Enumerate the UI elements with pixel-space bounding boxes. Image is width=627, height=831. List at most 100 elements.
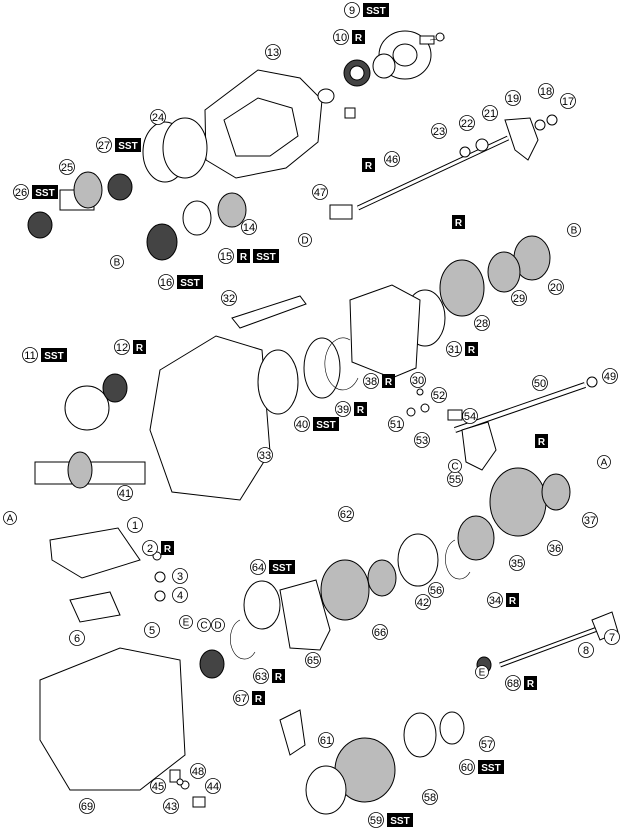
tag-label: SST: [35, 188, 54, 199]
callout-circle: [265, 44, 281, 60]
callout-38: 38: [363, 373, 379, 389]
callout-circle: [163, 798, 179, 814]
callout-22: 22: [459, 115, 475, 131]
callout-56: 56: [428, 582, 444, 598]
ref-A-5: A: [597, 455, 611, 469]
callout-number: 8: [583, 645, 589, 657]
callout-63: 63: [253, 668, 269, 684]
callout-circle: [487, 592, 503, 608]
callout-number: 31: [448, 344, 460, 356]
callout-circle: [69, 630, 85, 646]
ref-circle: [475, 665, 489, 679]
callout-circle: [431, 123, 447, 139]
tag-label: SST: [180, 278, 199, 289]
callout-number: 69: [81, 801, 93, 813]
callout-64-tag: SST: [269, 560, 295, 574]
ref-letter: D: [301, 236, 308, 247]
part-30-bearing-retainer: [349, 284, 421, 379]
callout-number: 49: [604, 371, 616, 383]
ref-D-8: D: [211, 618, 225, 632]
callout-59-tag: SST: [387, 813, 413, 827]
part-26-bearing: [27, 211, 53, 239]
tag-box: [41, 348, 67, 362]
callout-circle: [59, 159, 75, 175]
callout-26: 26: [13, 184, 29, 200]
callout-16: 16: [158, 274, 174, 290]
part-65-plate: [279, 579, 331, 651]
callout-number: 4: [177, 590, 183, 602]
part-50-shift-shaft: [454, 382, 586, 433]
part-39-snap-ring: [303, 337, 341, 399]
part-14-gear: [217, 192, 247, 228]
callout-40-tag: SST: [313, 417, 339, 431]
callout-number: 17: [562, 96, 574, 108]
callout-24: 24: [150, 109, 166, 125]
ref-circle: [567, 223, 581, 237]
callout-18: 18: [538, 83, 554, 99]
callout-44: 44: [205, 778, 221, 794]
callout-number: 68: [507, 678, 519, 690]
callout-51: 51: [388, 416, 404, 432]
callout-circle: [505, 90, 521, 106]
callout-50: 50: [532, 375, 548, 391]
callout-circle: [241, 219, 257, 235]
callout-31-tag: R: [465, 342, 478, 356]
tag-box: [161, 541, 174, 555]
standalone-tag-1: R: [452, 215, 465, 229]
part-artwork: [27, 30, 619, 815]
callout-34-tag: R: [506, 593, 519, 607]
callout-1: 1: [127, 517, 143, 533]
ref-letter: A: [601, 458, 608, 469]
part-16-gear: [146, 223, 178, 261]
callout-6: 6: [69, 630, 85, 646]
callout-circle: [604, 629, 620, 645]
callout-67-tag: R: [252, 691, 265, 705]
callout-number: 22: [461, 118, 473, 130]
callout-66: 66: [372, 624, 388, 640]
callout-60-tag: SST: [478, 760, 504, 774]
ref-A-0: A: [3, 511, 17, 525]
callout-41: 41: [117, 485, 133, 501]
callout-circle: [388, 416, 404, 432]
callout-number: 18: [540, 86, 552, 98]
ref-circle: [211, 618, 225, 632]
callout-67: 67: [233, 690, 249, 706]
part-28-gear: [439, 259, 485, 317]
ref-letter: E: [183, 618, 190, 629]
callout-circle: [560, 93, 576, 109]
callout-21: 21: [482, 105, 498, 121]
callout-53: 53: [414, 432, 430, 448]
callout-circle: [479, 736, 495, 752]
callout-40: 40: [294, 416, 310, 432]
callout-43: 43: [163, 798, 179, 814]
callout-circle: [218, 248, 234, 264]
callout-number: 58: [424, 792, 436, 804]
callout-number: 34: [489, 595, 501, 607]
callout-4: 4: [172, 587, 188, 603]
callout-number: 64: [252, 562, 264, 574]
part-17-ring: [546, 114, 558, 126]
callout-number: 45: [152, 781, 164, 793]
callout-number: 5: [149, 625, 155, 637]
ref-circle: [179, 615, 193, 629]
part-56-sleeve: [397, 533, 439, 587]
callout-number: 6: [74, 633, 80, 645]
tag-box: [524, 676, 537, 690]
tag-box: [237, 249, 250, 263]
part-19-shift-fork: [504, 117, 539, 161]
callout-circle: [13, 184, 29, 200]
callout-number: 40: [296, 419, 308, 431]
callout-34: 34: [487, 592, 503, 608]
part-12-oil-seal: [102, 373, 128, 403]
ref-letter: D: [214, 621, 221, 632]
callout-number: 50: [534, 378, 546, 390]
callout-46: 46: [384, 151, 400, 167]
part-54-pin: [447, 409, 463, 421]
part-10-oil-seal: [343, 53, 396, 87]
tag-box: [362, 158, 375, 172]
callout-circle: [363, 373, 379, 389]
callout-number: 60: [461, 762, 473, 774]
part-55-shift-fork: [461, 421, 497, 471]
tag-box: [382, 374, 395, 388]
callout-47: 47: [312, 184, 328, 200]
